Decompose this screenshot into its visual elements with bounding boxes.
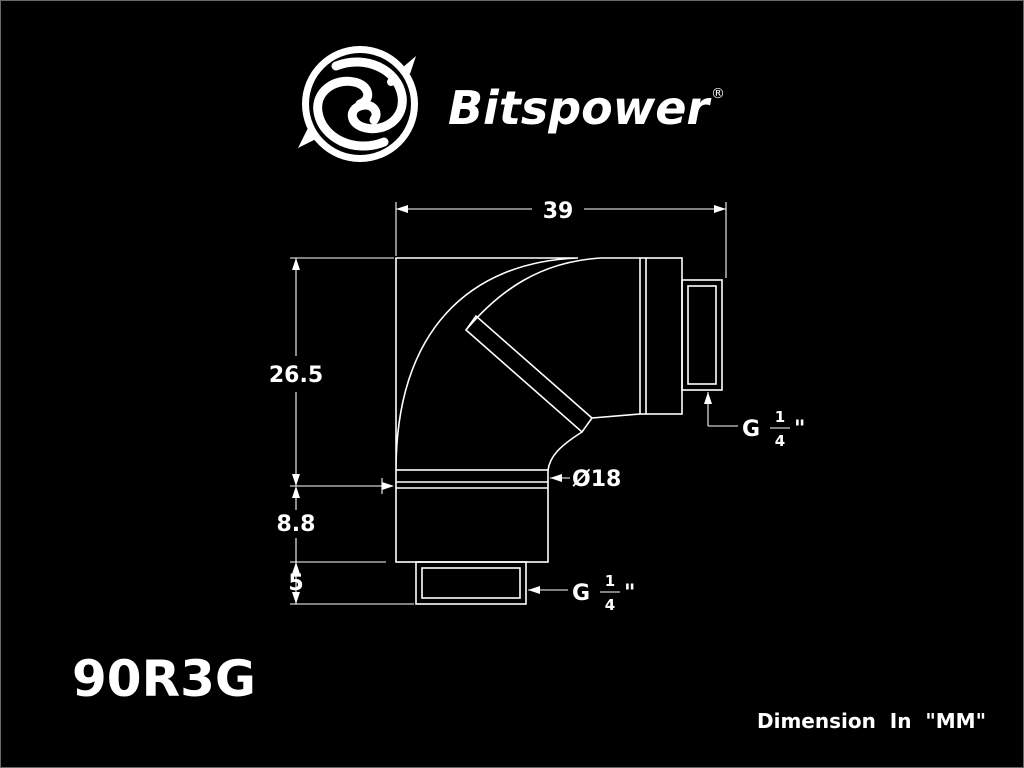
fitting-outline (395, 257, 723, 605)
width-label: 39 (543, 199, 574, 224)
bottom-thread-numerator: 1 (605, 572, 615, 590)
side-thread-prefix: G (742, 417, 760, 442)
dimension-rotary-height: 8.8 (277, 478, 394, 562)
side-thread-callout: G 1 4 " (704, 392, 805, 450)
model-name: 90R3G (72, 650, 256, 708)
brand-name: Bitspower (448, 81, 712, 135)
diameter-label: Ø18 (572, 467, 621, 492)
bottom-thread-prefix: G (572, 581, 590, 606)
side-thread-numerator: 1 (775, 408, 785, 426)
bottom-thread-denominator: 4 (605, 596, 615, 614)
rotary-height-label: 8.8 (277, 512, 316, 537)
thread-length-label: 5 (288, 571, 303, 596)
dimension-thread-length: 5 (288, 561, 414, 605)
height-label: 26.5 (269, 363, 323, 388)
registered-mark: ® (711, 86, 725, 102)
dimension-height: 26.5 (269, 257, 394, 486)
side-thread-suffix: " (794, 417, 805, 442)
diameter-callout: Ø18 (550, 467, 621, 492)
dimension-width: 39 (395, 199, 727, 278)
bottom-thread-callout: G 1 4 " (528, 572, 635, 614)
side-thread-denominator: 4 (775, 432, 785, 450)
dragon-emblem-icon (298, 46, 418, 162)
unit-note: Dimension In "MM" (757, 709, 986, 733)
bottom-thread-suffix: " (624, 581, 635, 606)
